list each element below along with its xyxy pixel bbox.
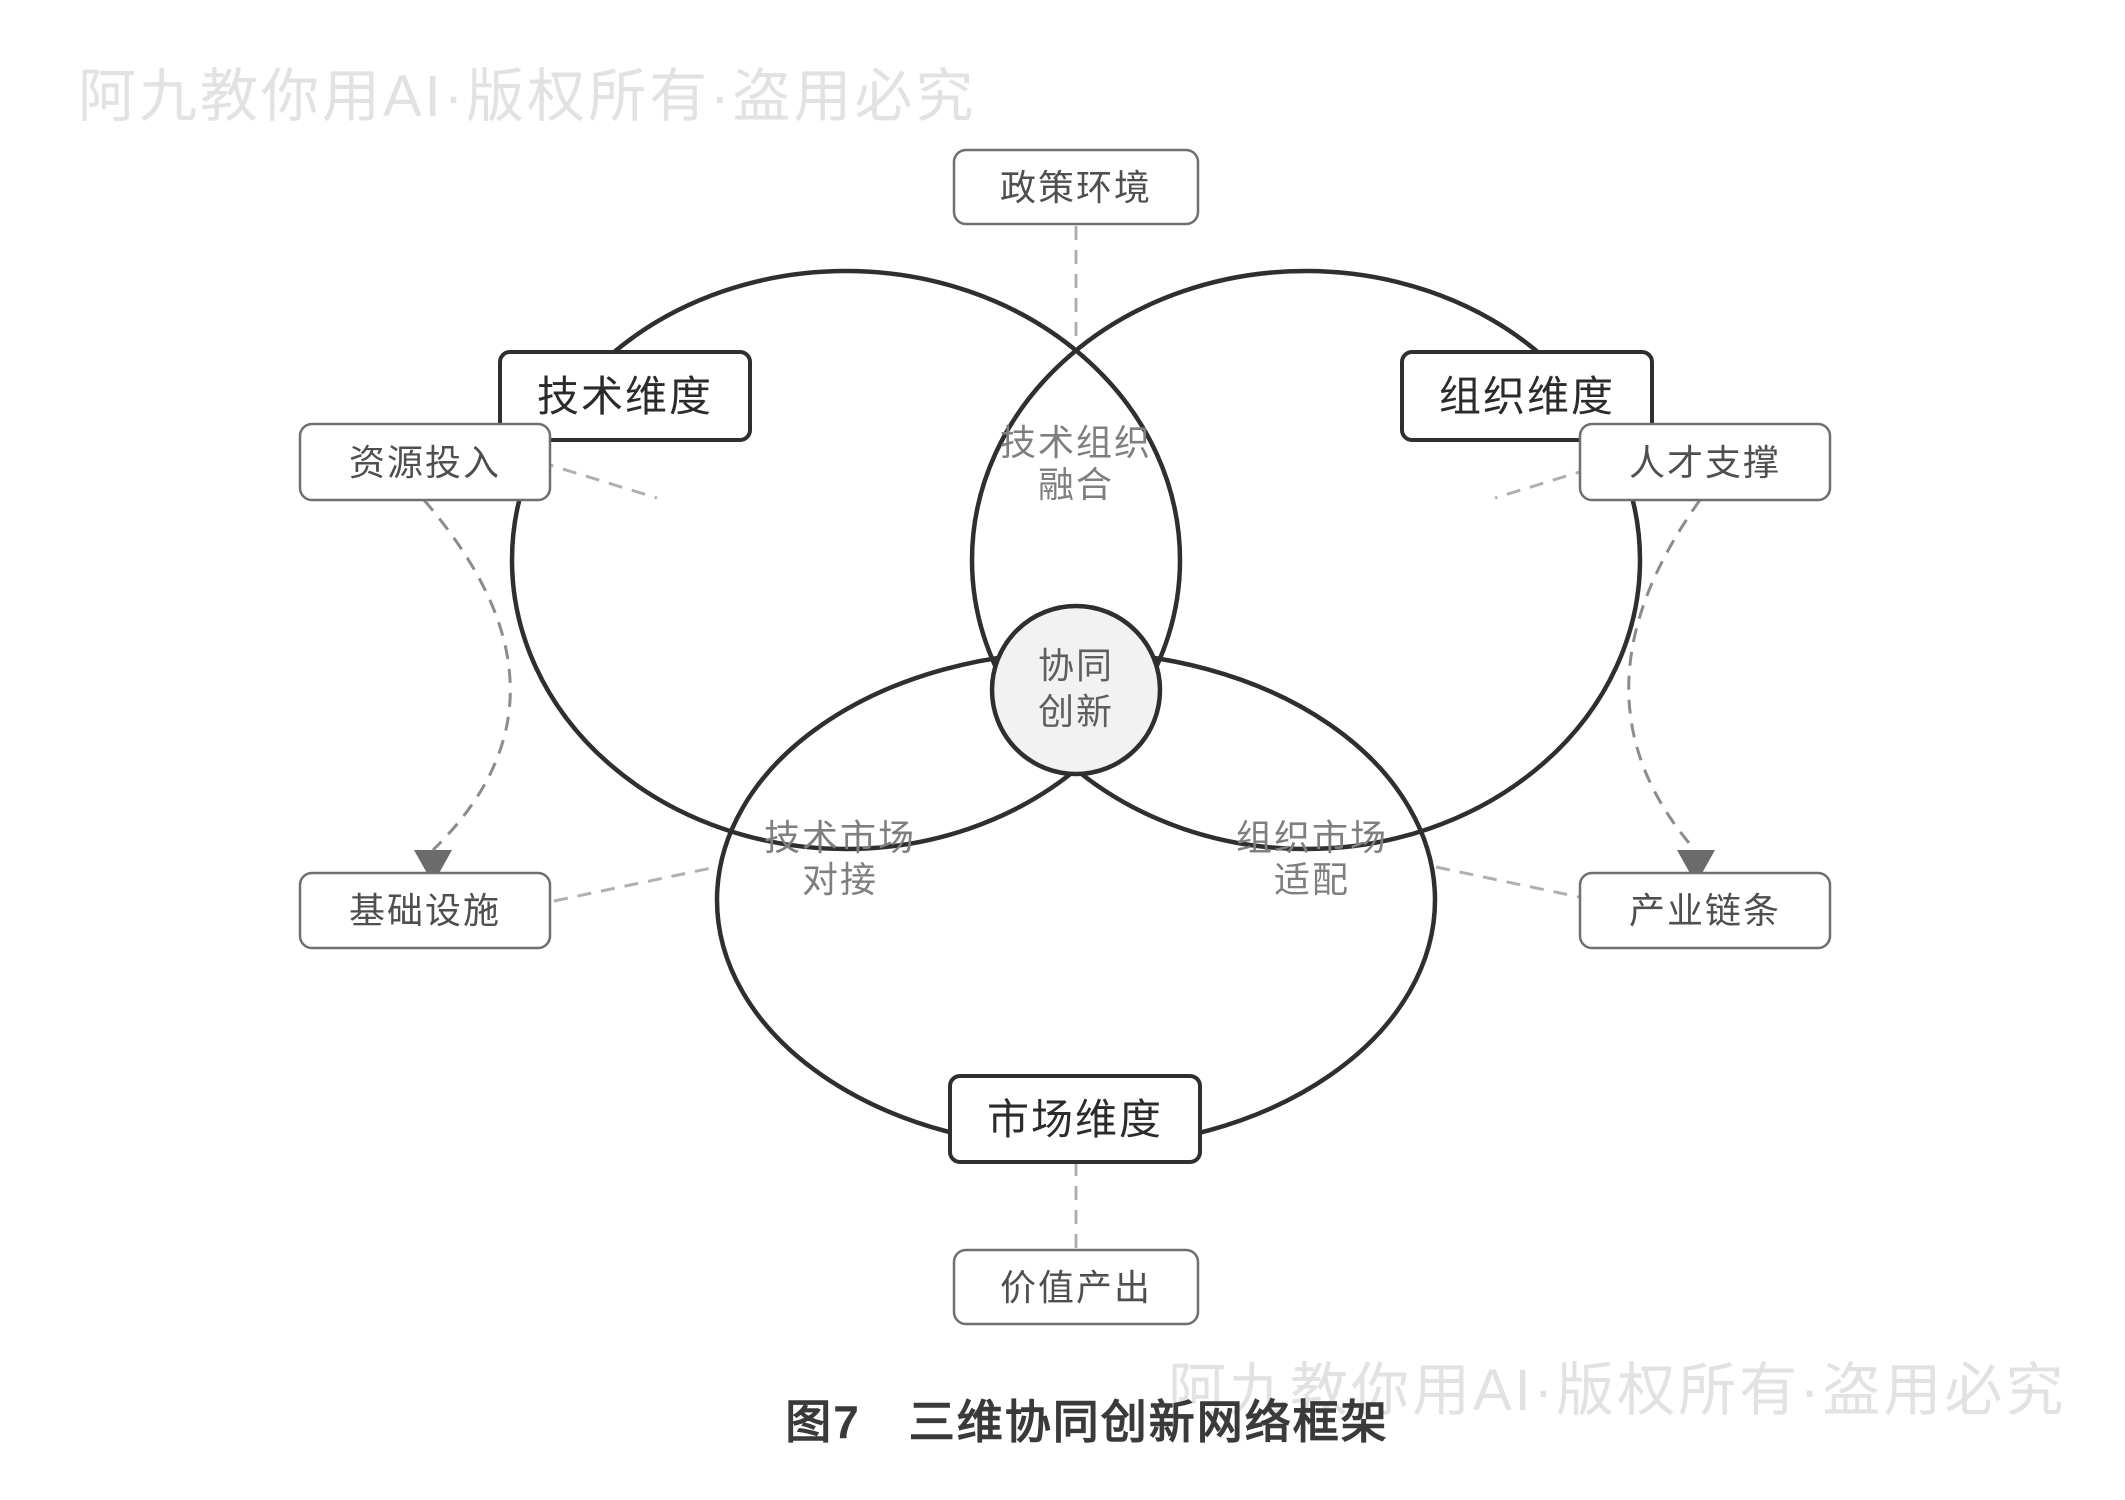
connector-talent-to-org-ellipse: [1494, 460, 1613, 500]
org-dimension-box-rect: [1400, 350, 1654, 442]
connector-resource-to-infrastructure: [422, 499, 512, 852]
industry-chain-box-rect: [1578, 871, 1832, 950]
resource-box: 资源投入: [298, 422, 552, 502]
resource-box-rect: [298, 422, 552, 502]
policy-box-label: 政策环境: [1000, 167, 1152, 208]
talent-box-rect: [1578, 422, 1832, 502]
connector-infrastructure-to-market-ellipse: [553, 865, 717, 903]
infrastructure-box-rect: [298, 871, 552, 950]
synergy-center-label-line1: 协同: [1038, 645, 1114, 686]
watermark-top-left: 阿九教你用AI·版权所有·盗用必究: [78, 64, 976, 129]
market-dimension-box: 市场维度: [948, 1074, 1202, 1164]
connector-talent-to-industry-chain: [1627, 499, 1702, 851]
arrowhead-down-infrastructure-icon: [414, 850, 452, 884]
connector-resource-to-tech-ellipse: [539, 460, 658, 500]
intersection-org-market-line2: 适配: [1274, 859, 1350, 900]
industry-chain-box-label: 产业链条: [1629, 890, 1781, 931]
industry-chain-box: 产业链条: [1578, 871, 1832, 950]
infrastructure-box-label: 基础设施: [349, 890, 501, 931]
tech-dimension-box-rect: [498, 350, 752, 442]
market-dimension-box-rect: [948, 1074, 1202, 1164]
market-dimension-box-label: 市场维度: [987, 1096, 1163, 1143]
arrowhead-down-industry-chain-icon: [1677, 850, 1715, 884]
tech-dimension-box: 技术维度: [498, 350, 752, 442]
value-output-box-label: 价值产出: [1000, 1267, 1152, 1308]
synergy-center-circle: [989, 603, 1163, 777]
intersection-tech-market-line2: 对接: [802, 859, 878, 900]
intersection-tech-market-line1: 技术市场: [764, 817, 916, 858]
infrastructure-box: 基础设施: [298, 871, 552, 950]
intersection-tech-org-line2: 融合: [1038, 464, 1114, 505]
tech-dimension-box-label: 技术维度: [537, 373, 713, 420]
value-output-box-rect: [952, 1248, 1200, 1326]
resource-box-label: 资源投入: [349, 442, 501, 483]
watermark-bottom-right: 阿九教你用AI·版权所有·盗用必究: [1168, 1358, 2066, 1423]
org-dimension-box: 组织维度: [1400, 350, 1654, 442]
talent-box-label: 人才支撑: [1629, 442, 1781, 483]
intersection-tech-org-line1: 技术组织: [1000, 422, 1152, 463]
value-output-box: 价值产出: [952, 1248, 1200, 1326]
tech-dimension-ellipse: [509, 268, 1183, 852]
connector-market-ellipse-to-industry-chain: [1435, 865, 1599, 903]
org-dimension-ellipse: [969, 268, 1643, 852]
policy-box: 政策环境: [952, 148, 1200, 226]
policy-box-rect: [952, 148, 1200, 226]
org-dimension-box-label: 组织维度: [1439, 373, 1615, 420]
figure-caption: 图7 三维协同创新网络框架: [785, 1396, 1389, 1448]
synergy-center-label-line2: 创新: [1038, 691, 1114, 732]
talent-box: 人才支撑: [1578, 422, 1832, 502]
intersection-org-market-line1: 组织市场: [1236, 817, 1388, 858]
